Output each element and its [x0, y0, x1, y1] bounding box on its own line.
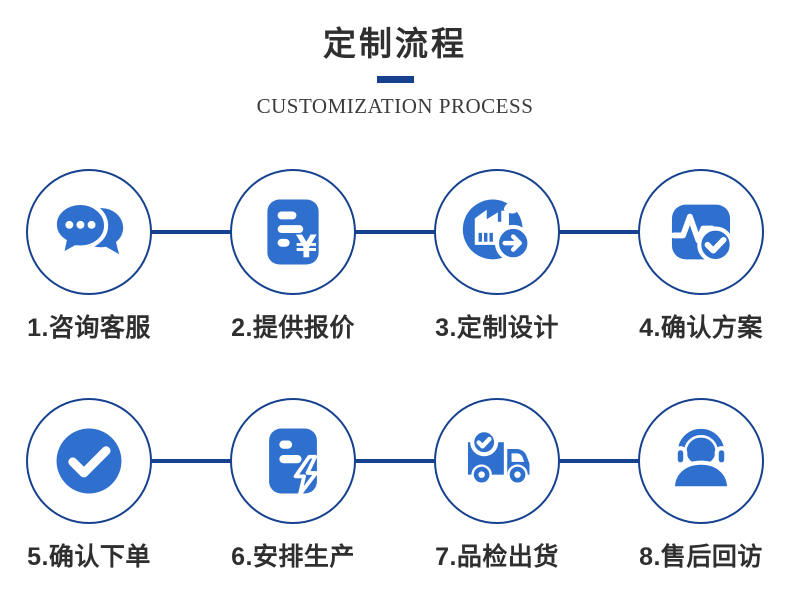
page-subtitle: CUSTOMIZATION PROCESS: [256, 94, 534, 118]
step-5: 5.确认下单: [26, 398, 152, 573]
step-8: 8.售后回访: [638, 398, 764, 573]
step-2: ¥ 2.提供报价: [230, 169, 356, 344]
step-6: 6.安排生产: [230, 398, 356, 573]
process-row-2: 5.确认下单 6.安排生产 7.品检出货: [0, 398, 790, 573]
process-row-1: 1.咨询客服 ¥ 2.提供报价: [0, 169, 790, 344]
step-7-label: 7.品检出货: [435, 543, 559, 571]
svg-text:¥: ¥: [296, 230, 318, 266]
step-6-label: 6.安排生产: [231, 543, 355, 571]
step-2-label: 2.提供报价: [231, 314, 355, 342]
row-1-connector-line: [89, 230, 701, 234]
production-document-icon: [269, 428, 318, 497]
order-check-icon: [56, 428, 122, 494]
headset-agent-icon: [670, 426, 732, 491]
step-3-label: 3.定制设计: [435, 314, 559, 342]
title-divider: [376, 76, 414, 83]
plan-check-icon: [670, 204, 734, 264]
step-2-circle: ¥: [230, 169, 356, 295]
step-1-circle: [26, 169, 152, 295]
step-5-circle: [26, 398, 152, 524]
factory-design-icon: [462, 199, 532, 262]
page-title: 定制流程: [323, 25, 467, 62]
chat-bubbles-icon: [52, 200, 124, 260]
step-3: 3.定制设计: [434, 169, 560, 344]
step-4: 4.确认方案: [638, 169, 764, 344]
row-2-connector-line: [89, 459, 701, 463]
step-7-circle: [434, 398, 560, 524]
step-1-label: 1.咨询客服: [27, 314, 151, 342]
quote-document-icon: ¥: [267, 199, 319, 266]
step-6-circle: [230, 398, 356, 524]
delivery-truck-icon: [467, 428, 530, 485]
step-3-circle: [434, 169, 560, 295]
step-8-label: 8.售后回访: [639, 543, 763, 571]
step-4-label: 4.确认方案: [639, 314, 763, 342]
step-5-label: 5.确认下单: [27, 543, 151, 571]
page-header: 定制流程 CUSTOMIZATION PROCESS: [0, 0, 790, 119]
step-7: 7.品检出货: [434, 398, 560, 573]
step-1: 1.咨询客服: [26, 169, 152, 344]
step-4-circle: [638, 169, 764, 295]
step-8-circle: [638, 398, 764, 524]
